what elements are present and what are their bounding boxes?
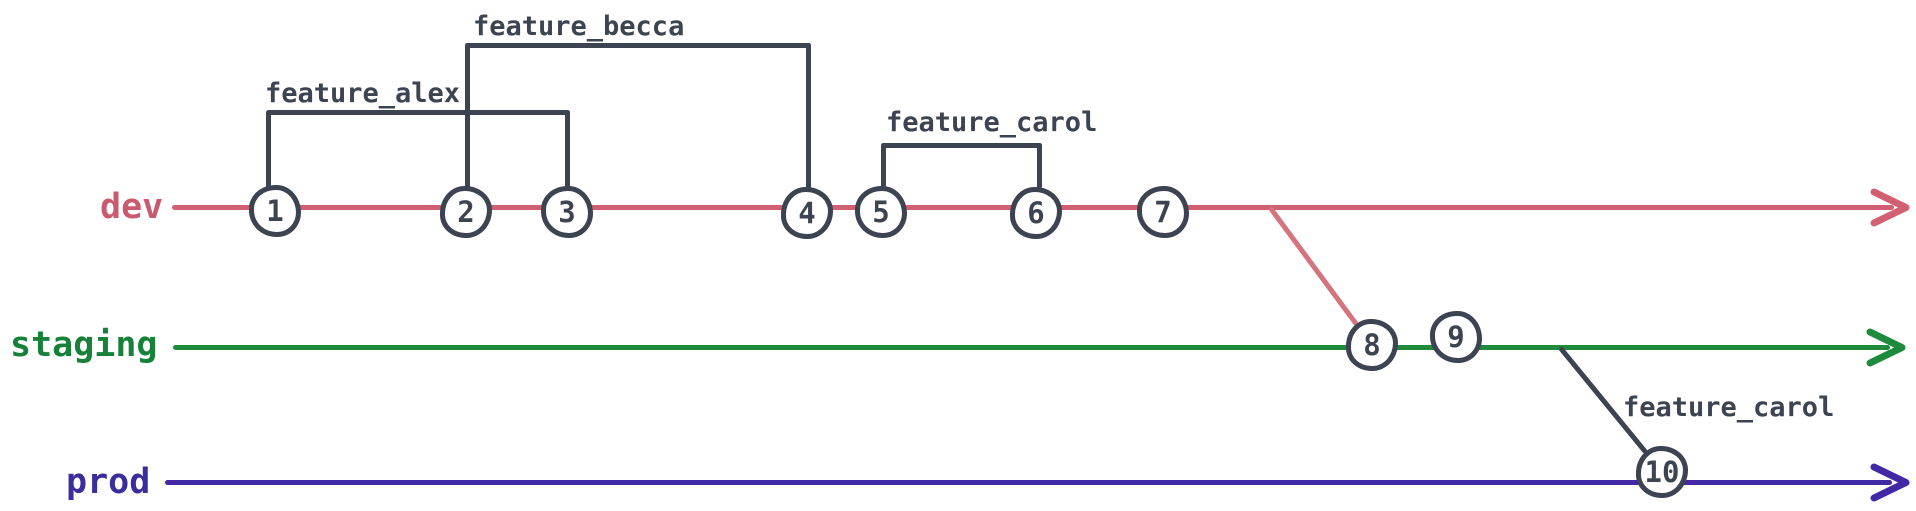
feature-becca-bracket-right <box>806 43 811 190</box>
commit-node-9: 9 <box>1430 311 1482 363</box>
feature-alex-bracket-top <box>268 110 570 115</box>
commit-node-5: 5 <box>855 186 907 238</box>
feature-carol-bracket-left <box>881 143 886 188</box>
dev-arrowhead-icon <box>1870 188 1910 227</box>
branch-label-dev: dev <box>100 187 164 227</box>
feature-carol-label: feature_carol <box>886 107 1098 138</box>
feature-becca-bracket-left <box>465 43 470 189</box>
feature-carol-merge-label: feature_carol <box>1623 392 1835 423</box>
staging-branch-line <box>173 345 1890 350</box>
commit-node-2: 2 <box>440 186 492 238</box>
commit-node-8: 8 <box>1346 319 1398 371</box>
merge-line-dev-to-staging <box>1267 206 1359 327</box>
prod-branch-line <box>165 480 1892 485</box>
prod-arrowhead-icon <box>1870 463 1910 502</box>
branch-label-staging: staging <box>10 325 158 365</box>
feature-carol-bracket-top <box>881 143 1042 148</box>
feature-alex-bracket-left <box>266 110 271 188</box>
feature-alex-bracket-right <box>565 110 570 189</box>
feature-becca-bracket-top <box>465 43 811 48</box>
feature-carol-bracket-right <box>1037 143 1042 189</box>
commit-node-7: 7 <box>1137 186 1189 238</box>
commit-node-6: 6 <box>1010 187 1062 239</box>
branch-label-prod: prod <box>66 462 151 502</box>
staging-arrowhead-icon <box>1866 328 1906 367</box>
feature-alex-label: feature_alex <box>265 78 461 109</box>
commit-node-10: 10 <box>1636 446 1688 498</box>
commit-node-1: 1 <box>249 185 301 237</box>
commit-node-4: 4 <box>781 187 833 239</box>
feature-becca-label: feature_becca <box>473 11 685 42</box>
commit-node-3: 3 <box>541 186 593 238</box>
